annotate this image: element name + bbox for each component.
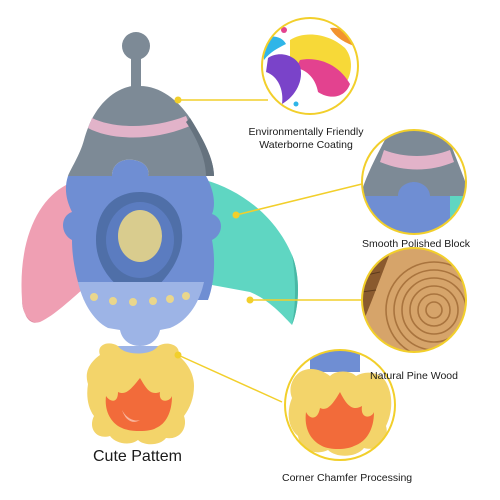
caption-coating: Environmentally Friendly Waterborne Coat… (246, 126, 366, 152)
body-studs (90, 292, 190, 306)
leader-lines (174, 96, 363, 403)
callout-polished-block (361, 129, 467, 235)
caption-chamfer: Corner Chamfer Processing (282, 472, 413, 484)
nose-stripe (88, 116, 190, 138)
caption-polished-block: Smooth Polished Block (362, 238, 470, 250)
callout-pine-wood (361, 247, 467, 353)
caption-coating-line1: Environmentally Friendly (248, 126, 364, 138)
caption-pine-wood: Natural Pine Wood (370, 370, 458, 382)
exhaust-piece (86, 343, 194, 445)
caption-coating-line2: Waterborne Coating (259, 139, 353, 151)
nose-cone (68, 32, 214, 176)
flame (105, 378, 172, 431)
product-name: Cute Pattem (93, 448, 182, 465)
rocket-puzzle (21, 32, 298, 445)
callout-paint-splash (261, 17, 359, 115)
callout-chamfer (284, 349, 396, 461)
right-fin (205, 180, 298, 325)
rocket-lower-band (78, 282, 204, 346)
right-fin-edge (292, 255, 298, 325)
